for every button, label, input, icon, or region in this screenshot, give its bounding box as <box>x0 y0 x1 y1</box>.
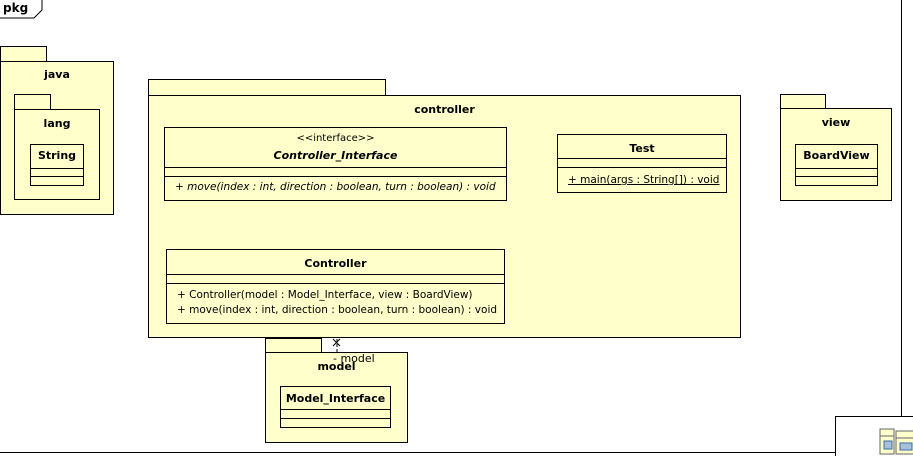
package-lang-tab <box>14 94 51 110</box>
package-java-tab <box>0 46 47 62</box>
overview-panel[interactable] <box>835 416 913 456</box>
package-controller-name: controller <box>414 103 475 116</box>
package-controller-tab <box>148 79 386 96</box>
class-controller-interface-divider-1 <box>165 167 506 168</box>
diagram-frame <box>0 0 902 453</box>
class-controller-divider-2 <box>167 283 504 284</box>
class-controller-name: Controller <box>304 257 367 270</box>
package-view-name: view <box>821 116 851 129</box>
class-controller-interface-divider-2 <box>165 176 506 177</box>
package-lang-name: lang <box>43 117 71 130</box>
class-boardview-name: BoardView <box>803 149 870 162</box>
class-boardview-divider-2 <box>796 176 877 177</box>
class-test-name: Test <box>629 142 655 155</box>
frame-tag-outline <box>0 0 43 19</box>
class-model-interface[interactable]: Model_Interface <box>280 386 391 428</box>
class-string-name: String <box>37 149 77 162</box>
interface-operation-move: + move(index : int, direction : boolean,… <box>175 181 496 193</box>
class-test-divider-2 <box>558 167 726 168</box>
controller-operation-constructor: + Controller(model : Model_Interface, vi… <box>177 289 473 301</box>
association-role-label: - model <box>333 352 375 365</box>
package-view-tab <box>780 94 826 109</box>
package-java-name: java <box>44 68 70 81</box>
overview-map-icon <box>879 428 913 455</box>
controller-operation-move: + move(index : int, direction : boolean,… <box>177 304 498 316</box>
package-model-tab <box>265 338 322 353</box>
package-model-name: model <box>317 360 356 373</box>
frame-label: pkg <box>3 1 29 15</box>
class-controller-interface-name: Controller_Interface <box>273 149 398 162</box>
class-test-divider-1 <box>558 158 726 159</box>
class-model-interface-divider-2 <box>281 418 390 419</box>
class-model-interface-divider-1 <box>281 409 390 410</box>
class-model-interface-name: Model_Interface <box>285 392 386 405</box>
test-operation-main: + main(args : String[]) : void <box>568 174 720 186</box>
interface-stereotype: <<interface>> <box>296 133 375 144</box>
class-string-divider-1 <box>31 168 83 169</box>
class-string[interactable]: String <box>30 144 84 186</box>
frame-tag: pkg <box>0 0 43 19</box>
class-controller[interactable]: Controller + Controller(model : Model_In… <box>166 249 505 324</box>
class-test[interactable]: Test + main(args : String[]) : void <box>557 134 727 193</box>
class-boardview[interactable]: BoardView <box>795 144 878 186</box>
class-controller-interface[interactable]: <<interface>> Controller_Interface + mov… <box>164 127 507 201</box>
association-x-mark-b <box>332 338 341 347</box>
class-string-divider-2 <box>31 176 83 177</box>
class-boardview-divider-1 <box>796 168 877 169</box>
class-controller-divider-1 <box>167 274 504 275</box>
